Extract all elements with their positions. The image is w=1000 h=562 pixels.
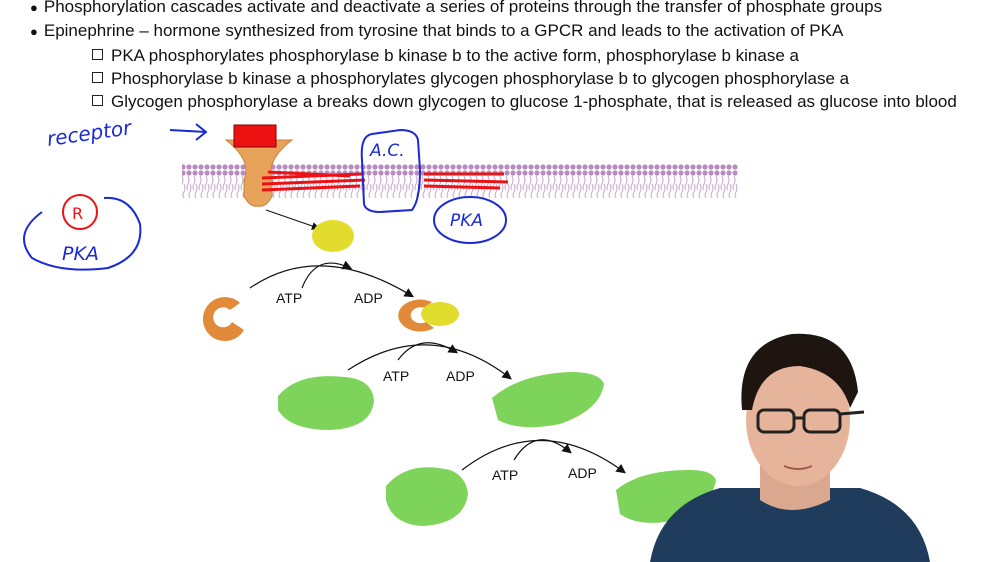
epinephrine-ligand-box [233, 124, 277, 148]
r-annotation: R [72, 204, 83, 223]
reaction-arrow-1 [249, 265, 415, 298]
note-line-2: ● Epinephrine – hormone synthesized from … [30, 21, 843, 42]
note-sub-2: Phosphorylase b kinase a phosphorylates … [92, 69, 849, 89]
bullet-icon: ● [30, 24, 38, 39]
presenter-face [746, 354, 850, 486]
bullet-icon: ● [30, 0, 38, 15]
note-sub-text-3: Glycogen phosphorylase a breaks down gly… [111, 92, 957, 111]
bound-yellow-molecule [421, 302, 459, 326]
atp-adp-arrow-2 [397, 342, 459, 361]
atp-adp-arrow-1 [301, 260, 353, 289]
yellow-pka-molecule [312, 220, 354, 252]
note-sub-text-2: Phosphorylase b kinase a phosphorylates … [111, 69, 850, 88]
atp-label-2: ATP [383, 368, 409, 384]
checkbox-square-icon [92, 72, 103, 83]
presenter-webcam [650, 333, 930, 562]
glycogen-phosphorylase-a [492, 372, 604, 428]
adp-label-3: ADP [568, 465, 597, 481]
pka-left-outline [23, 196, 142, 271]
receptor-pointer-arrow [169, 123, 208, 141]
receptor-annotation: receptor [45, 115, 134, 151]
atp-adp-arrow-3 [513, 439, 572, 461]
note-sub-text-1: PKA phosphorylates phosphorylase b kinas… [111, 46, 799, 65]
note-sub-1: PKA phosphorylates phosphorylase b kinas… [92, 46, 799, 66]
reaction-arrow-3 [461, 439, 626, 474]
checkbox-square-icon [92, 95, 103, 106]
adp-label-2: ADP [446, 368, 475, 384]
receptor-to-gprotein-arrow [265, 209, 320, 230]
r-subunit-circle [62, 194, 98, 230]
glycogen-protein-left [386, 467, 468, 526]
note-text-2: Epinephrine – hormone synthesized from t… [43, 21, 844, 40]
note-text-1: Phosphorylation cascades activate and de… [43, 0, 883, 16]
ac-outline [360, 128, 422, 214]
presenter-shirt [650, 488, 930, 562]
atp-label-1: ATP [276, 290, 302, 306]
checkbox-square-icon [92, 49, 103, 60]
presenter-hair [741, 333, 858, 410]
pka-right-annotation: PKA [450, 211, 483, 231]
note-sub-3: Glycogen phosphorylase a breaks down gly… [92, 92, 957, 112]
reaction-arrow-2 [347, 344, 512, 380]
pka-left-annotation: PKA [62, 243, 99, 265]
presenter-mouth [783, 465, 813, 470]
glasses-icon [756, 408, 865, 434]
glycogen-phosphorylase-b [278, 376, 374, 430]
adp-label-1: ADP [354, 290, 383, 306]
red-scribble [261, 170, 509, 192]
receptor-gpcr [224, 139, 294, 207]
atp-label-3: ATP [492, 467, 518, 483]
ac-annotation: A.C. [369, 141, 405, 161]
note-line-1: ● Phosphorylation cascades activate and d… [30, 0, 882, 18]
pka-right-circle [433, 196, 507, 244]
enzyme-inactive-c-shape [202, 297, 244, 342]
